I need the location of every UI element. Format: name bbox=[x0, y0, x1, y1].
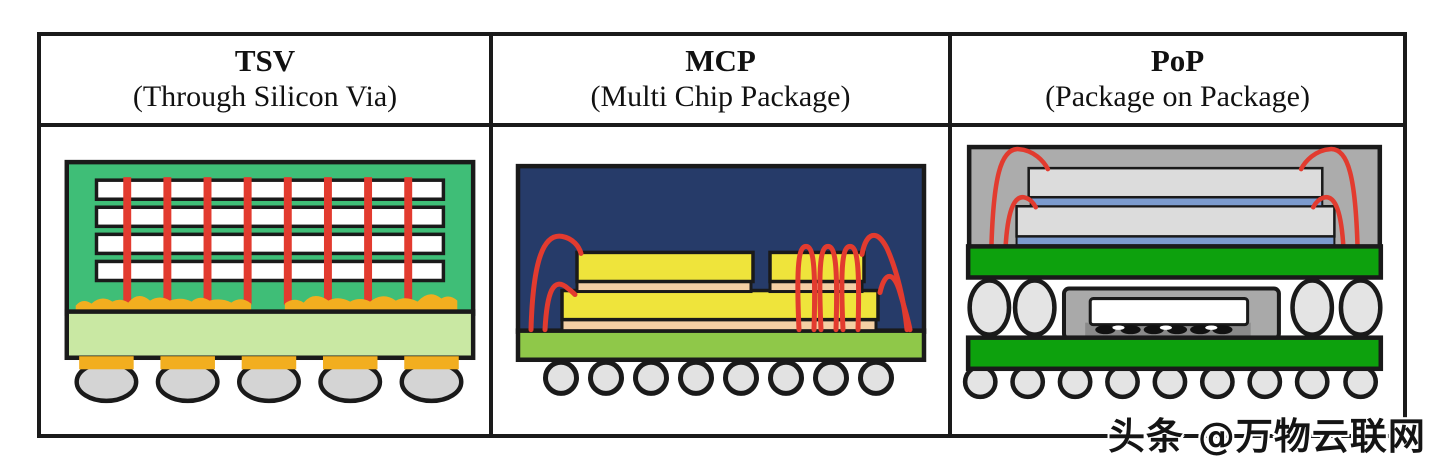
pop-acronym: PoP bbox=[1150, 42, 1205, 78]
tsv-full-name: (Through Silicon Via) bbox=[132, 80, 398, 114]
mcp-die-stack bbox=[560, 250, 880, 333]
pop-full-name: (Package on Package) bbox=[1045, 80, 1310, 114]
pop-top-die-stack bbox=[1015, 166, 1336, 247]
cell-pop-diagram bbox=[952, 127, 1403, 434]
pop-flip-chip-glints bbox=[1112, 325, 1218, 330]
tsv-vias bbox=[123, 177, 413, 305]
header-pop: PoP (Package on Package) bbox=[952, 36, 1403, 127]
pop-bottom-substrate bbox=[965, 335, 1384, 372]
tsv-stacked-dies bbox=[94, 178, 446, 283]
pop-top-substrate bbox=[965, 244, 1384, 280]
tsv-diagram bbox=[64, 159, 476, 404]
pop-flip-chip-assembly bbox=[1061, 286, 1281, 341]
mcp-diagram bbox=[515, 163, 927, 396]
mcp-bond-wires bbox=[528, 233, 913, 333]
pop-interposer-balls bbox=[967, 278, 1383, 337]
mcp-acronym: MCP bbox=[685, 42, 756, 78]
pop-flip-chip-bumps bbox=[1095, 325, 1233, 335]
tsv-substrate bbox=[64, 309, 476, 361]
pop-diagram bbox=[962, 144, 1384, 400]
mcp-substrate bbox=[515, 328, 927, 363]
watermark-text: 头条 @万物云联网 bbox=[1108, 415, 1426, 458]
mcp-full-name: (Multi Chip Package) bbox=[590, 80, 851, 114]
header-tsv: TSV (Through Silicon Via) bbox=[41, 36, 493, 127]
tsv-pads bbox=[79, 356, 459, 370]
tsv-acronym: TSV bbox=[234, 42, 296, 78]
header-mcp: MCP (Multi Chip Package) bbox=[493, 36, 952, 127]
cell-mcp-diagram bbox=[493, 127, 952, 434]
mcp-solder-balls bbox=[543, 359, 894, 396]
tsv-solder-bump-layer bbox=[75, 294, 458, 312]
pop-bond-wires bbox=[989, 146, 1360, 251]
cell-tsv-diagram bbox=[41, 127, 493, 434]
pop-bottom-balls bbox=[962, 364, 1379, 400]
package-comparison-table: TSV (Through Silicon Via) MCP (Multi Chi… bbox=[37, 32, 1407, 438]
